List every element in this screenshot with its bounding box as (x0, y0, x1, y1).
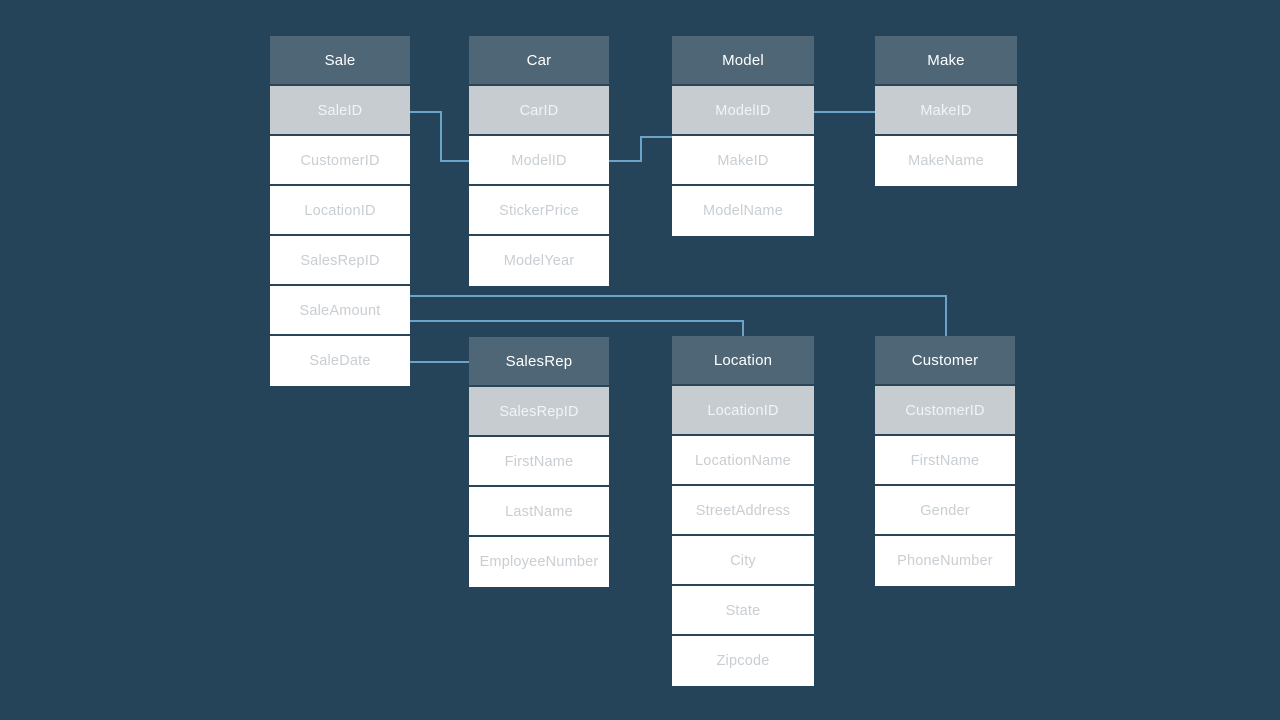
field-customer-gender[interactable]: Gender (875, 486, 1015, 536)
entity-location-title: Location (672, 336, 814, 386)
field-location-locationid[interactable]: LocationID (672, 386, 814, 436)
field-location-state[interactable]: State (672, 586, 814, 636)
entity-car-title: Car (469, 36, 609, 86)
connector-sale-customer (410, 295, 947, 340)
field-make-makeid[interactable]: MakeID (875, 86, 1017, 136)
field-location-streetaddress[interactable]: StreetAddress (672, 486, 814, 536)
connector-car-model (608, 136, 672, 162)
field-make-makename[interactable]: MakeName (875, 136, 1017, 186)
entity-sale-title: Sale (270, 36, 410, 86)
field-location-zipcode[interactable]: Zipcode (672, 636, 814, 686)
entity-salesrep[interactable]: SalesRep SalesRepID FirstName LastName E… (469, 337, 609, 587)
entity-salesrep-title: SalesRep (469, 337, 609, 387)
field-model-modelname[interactable]: ModelName (672, 186, 814, 236)
field-sale-saledate[interactable]: SaleDate (270, 336, 410, 386)
entity-customer[interactable]: Customer CustomerID FirstName Gender Pho… (875, 336, 1015, 586)
field-model-modelid[interactable]: ModelID (672, 86, 814, 136)
field-location-city[interactable]: City (672, 536, 814, 586)
field-sale-saleamount[interactable]: SaleAmount (270, 286, 410, 336)
entity-model-title: Model (672, 36, 814, 86)
field-car-modelyear[interactable]: ModelYear (469, 236, 609, 286)
field-customer-firstname[interactable]: FirstName (875, 436, 1015, 486)
entity-location[interactable]: Location LocationID LocationName StreetA… (672, 336, 814, 686)
entity-customer-title: Customer (875, 336, 1015, 386)
entity-make[interactable]: Make MakeID MakeName (875, 36, 1017, 186)
field-car-stickerprice[interactable]: StickerPrice (469, 186, 609, 236)
field-car-modelid[interactable]: ModelID (469, 136, 609, 186)
field-sale-customerid[interactable]: CustomerID (270, 136, 410, 186)
field-sale-salesrepid[interactable]: SalesRepID (270, 236, 410, 286)
entity-car[interactable]: Car CarID ModelID StickerPrice ModelYear (469, 36, 609, 286)
field-customer-phonenumber[interactable]: PhoneNumber (875, 536, 1015, 586)
entity-make-title: Make (875, 36, 1017, 86)
field-car-carid[interactable]: CarID (469, 86, 609, 136)
field-salesrep-employeenumber[interactable]: EmployeeNumber (469, 537, 609, 587)
field-sale-saleid[interactable]: SaleID (270, 86, 410, 136)
field-salesrep-salesrepid[interactable]: SalesRepID (469, 387, 609, 437)
field-location-locationname[interactable]: LocationName (672, 436, 814, 486)
field-salesrep-firstname[interactable]: FirstName (469, 437, 609, 487)
field-customer-customerid[interactable]: CustomerID (875, 386, 1015, 436)
entity-model[interactable]: Model ModelID MakeID ModelName (672, 36, 814, 236)
field-sale-locationid[interactable]: LocationID (270, 186, 410, 236)
entity-sale[interactable]: Sale SaleID CustomerID LocationID SalesR… (270, 36, 410, 386)
field-salesrep-lastname[interactable]: LastName (469, 487, 609, 537)
connector-sale-car (410, 111, 470, 162)
field-model-makeid[interactable]: MakeID (672, 136, 814, 186)
